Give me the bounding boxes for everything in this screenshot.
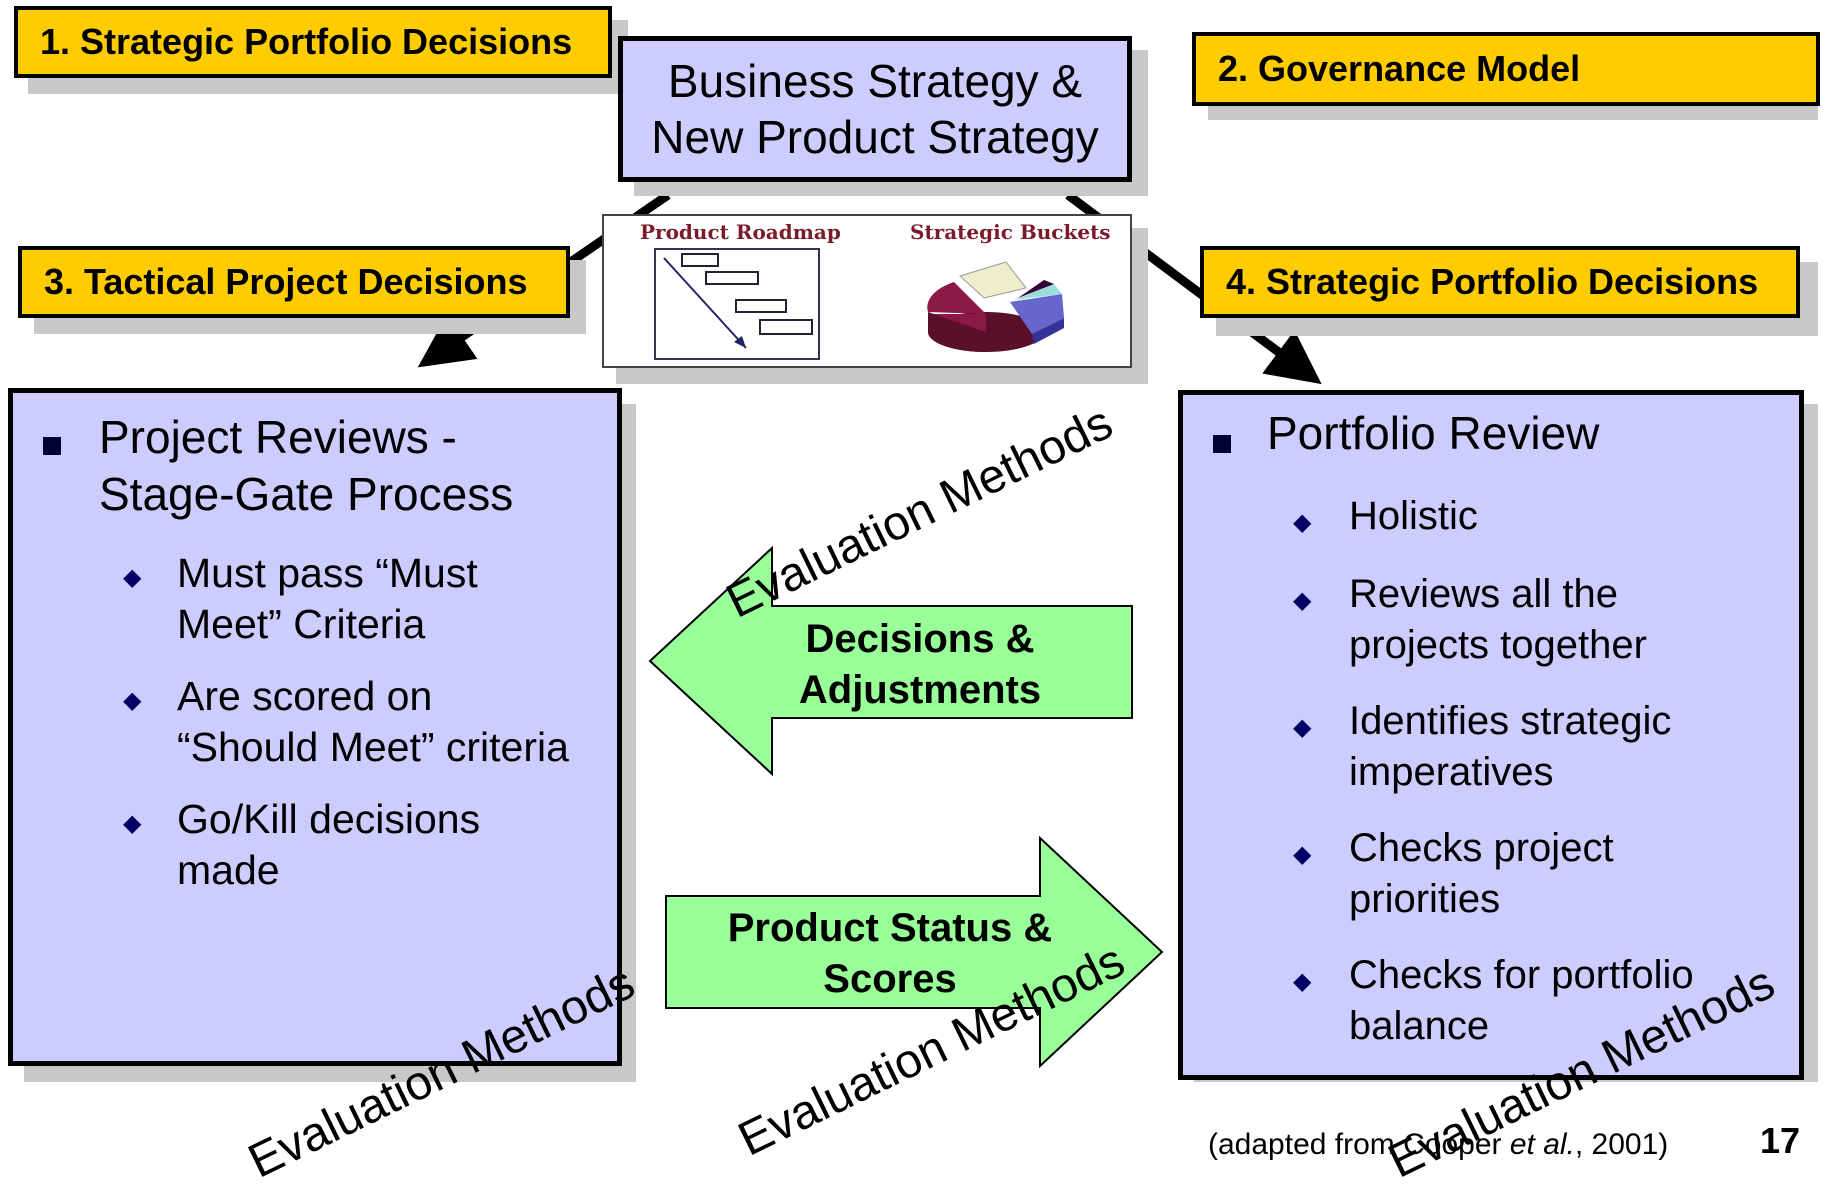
- label-text: 1. Strategic Portfolio Decisions: [40, 21, 573, 62]
- left-item-line: Meet” Criteria: [177, 601, 426, 647]
- right-item-line: Identifies strategic: [1349, 699, 1672, 743]
- right-item-line: imperatives: [1349, 750, 1554, 794]
- project-reviews-box: Project Reviews - Stage-Gate Process ◆ M…: [8, 388, 622, 1066]
- buckets-title: Strategic Buckets: [910, 220, 1111, 244]
- label-text: 2. Governance Model: [1218, 48, 1581, 89]
- label-text: 4. Strategic Portfolio Decisions: [1226, 261, 1759, 302]
- left-item-line: Must pass “Must: [177, 550, 478, 596]
- label-strategic-portfolio-4: 4. Strategic Portfolio Decisions: [1200, 246, 1800, 318]
- left-title-line-2: Stage-Gate Process: [99, 468, 514, 520]
- status-line-1: Product Status &: [727, 906, 1053, 950]
- diamond-bullet-icon: ◆: [123, 687, 142, 714]
- right-item-line: Holistic: [1349, 494, 1478, 538]
- diamond-bullet-icon: ◆: [123, 564, 142, 591]
- left-item-line: Are scored on: [177, 673, 433, 719]
- roadmap-icon: [654, 248, 820, 360]
- status-arrow-label: Product Status & Scores: [690, 903, 1090, 1005]
- status-line-2: Scores: [823, 957, 957, 1001]
- strategy-line-1: Business Strategy &: [667, 55, 1083, 107]
- roadmap-title: Product Roadmap: [640, 220, 841, 244]
- strategy-box: Business Strategy & New Product Strategy: [618, 36, 1132, 182]
- diamond-bullet-icon: ◆: [123, 810, 142, 837]
- citation-post: , 2001): [1574, 1128, 1669, 1161]
- label-tactical-project: 3. Tactical Project Decisions: [18, 246, 570, 318]
- diamond-bullet-icon: ◆: [1293, 968, 1312, 995]
- left-title-line-1: Project Reviews -: [99, 411, 457, 463]
- diamond-bullet-icon: ◆: [1293, 841, 1312, 868]
- decisions-line-2: Adjustments: [798, 668, 1042, 712]
- diamond-bullet-icon: ◆: [1293, 509, 1312, 536]
- right-item-line: Reviews all the: [1349, 572, 1619, 616]
- left-item-line: made: [177, 847, 280, 893]
- left-item-line: Go/Kill decisions: [177, 796, 481, 842]
- diamond-bullet-icon: ◆: [1293, 587, 1312, 614]
- right-item-line: priorities: [1349, 877, 1501, 921]
- label-strategic-portfolio-1: 1. Strategic Portfolio Decisions: [14, 6, 612, 78]
- citation: (adapted from Cooper et al., 2001): [1208, 1128, 1668, 1162]
- right-item-line: projects together: [1349, 623, 1647, 667]
- label-governance-model: 2. Governance Model: [1192, 32, 1820, 106]
- diamond-bullet-icon: ◆: [1293, 714, 1312, 741]
- decisions-arrow: [648, 546, 1133, 776]
- label-text: 3. Tactical Project Decisions: [44, 261, 528, 302]
- decisions-arrow-label: Decisions & Adjustments: [780, 614, 1060, 716]
- right-item-line: Checks project: [1349, 826, 1614, 870]
- square-bullet-icon: [43, 437, 61, 455]
- right-item-line: Checks for portfolio: [1349, 953, 1694, 997]
- left-item-line: “Should Meet” criteria: [177, 724, 569, 770]
- right-item-line: balance: [1349, 1004, 1490, 1048]
- pie-chart-icon: [927, 261, 1064, 352]
- right-title: Portfolio Review: [1267, 407, 1600, 459]
- square-bullet-icon: [1213, 435, 1231, 453]
- page-number: 17: [1760, 1120, 1801, 1161]
- tools-panel: Product Roadmap Strategic Buckets: [602, 214, 1132, 368]
- strategy-line-2: New Product Strategy: [651, 111, 1099, 163]
- citation-pre: (adapted from Cooper: [1208, 1128, 1510, 1161]
- decisions-line-1: Decisions &: [805, 617, 1035, 661]
- citation-em: et al.: [1509, 1128, 1575, 1161]
- portfolio-review-box: Portfolio Review ◆ Holistic ◆ Reviews al…: [1178, 390, 1804, 1080]
- status-arrow: [665, 836, 1164, 1068]
